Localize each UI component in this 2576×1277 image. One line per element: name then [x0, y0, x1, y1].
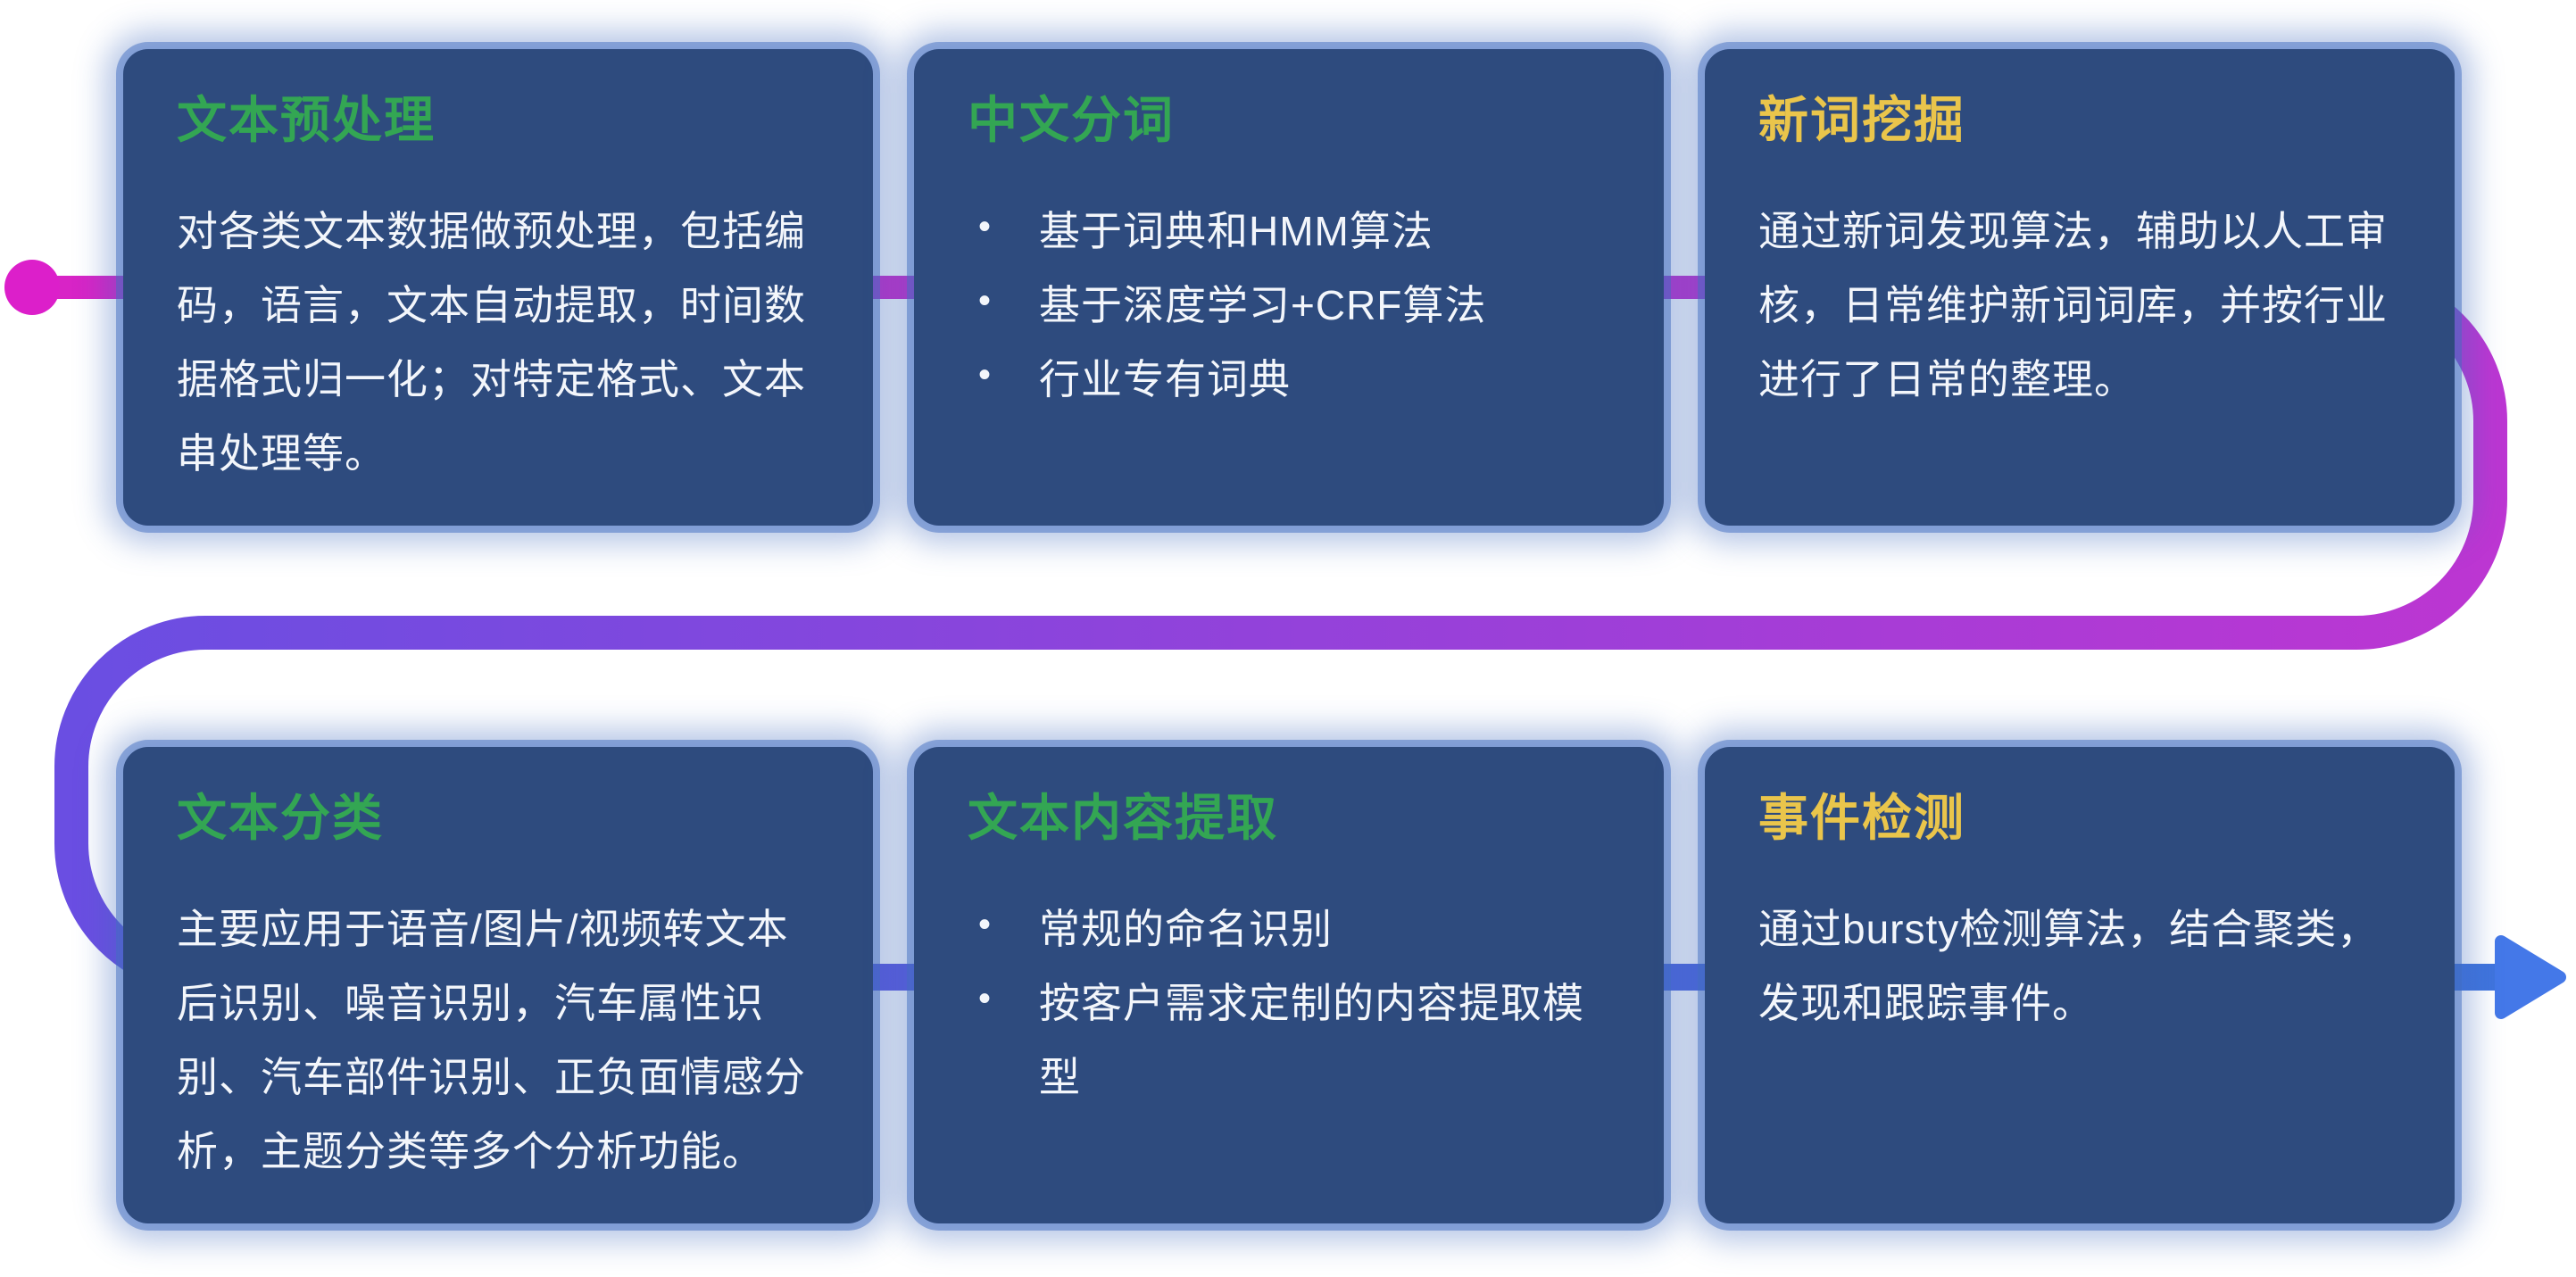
- card-body: 主要应用于语音/图片/视频转文本后识别、噪音识别，汽车属性识别、汽车部件识别、正…: [177, 906, 806, 1174]
- card-title: 中文分词: [968, 92, 1175, 148]
- card-body: 通过bursty检测算法，结合聚类，发现和跟踪事件。: [1758, 906, 2380, 1026]
- card-title: 事件检测: [1758, 790, 1965, 846]
- card-text-classification: 文本分类 主要应用于语音/图片/视频转文本后识别、噪音识别，汽车属性识别、汽车部…: [123, 747, 873, 1223]
- bullet-item: 行业专有词典: [968, 343, 1610, 417]
- card-title: 文本预处理: [177, 92, 436, 148]
- bullet-list: 常规的命名识别 按客户需求定制的内容提取模型: [968, 892, 1610, 1114]
- card-body: 通过新词发现算法，辅助以人工审核，日常维护新词词库，并按行业进行了日常的整理。: [1758, 208, 2388, 402]
- card-event-detection: 事件检测 通过bursty检测算法，结合聚类，发现和跟踪事件。: [1705, 747, 2455, 1223]
- card-body: 对各类文本数据做预处理，包括编码，语言，文本自动提取，时间数据格式归一化；对特定…: [177, 208, 806, 477]
- card-title: 文本分类: [177, 790, 384, 846]
- flow-start-dot-icon: [4, 260, 60, 315]
- bullet-item: 常规的命名识别: [968, 892, 1610, 966]
- card-title: 文本内容提取: [968, 790, 1278, 846]
- card-new-word-mining: 新词挖掘 通过新词发现算法，辅助以人工审核，日常维护新词词库，并按行业进行了日常…: [1705, 49, 2455, 526]
- flow-segment-return: [54, 270, 2507, 994]
- card-title: 新词挖掘: [1758, 92, 1965, 148]
- card-text-content-extraction: 文本内容提取 常规的命名识别 按客户需求定制的内容提取模型: [914, 747, 1664, 1223]
- card-text-preprocessing: 文本预处理 对各类文本数据做预处理，包括编码，语言，文本自动提取，时间数据格式归…: [123, 49, 873, 526]
- flow-end-arrow-icon: [2495, 935, 2566, 1019]
- card-chinese-word-segmentation: 中文分词 基于词典和HMM算法 基于深度学习+CRF算法 行业专有词典: [914, 49, 1664, 526]
- bullet-list: 基于词典和HMM算法 基于深度学习+CRF算法 行业专有词典: [968, 195, 1610, 416]
- bullet-item: 按客户需求定制的内容提取模型: [968, 966, 1610, 1115]
- bullet-item: 基于深度学习+CRF算法: [968, 269, 1610, 343]
- bullet-item: 基于词典和HMM算法: [968, 195, 1610, 269]
